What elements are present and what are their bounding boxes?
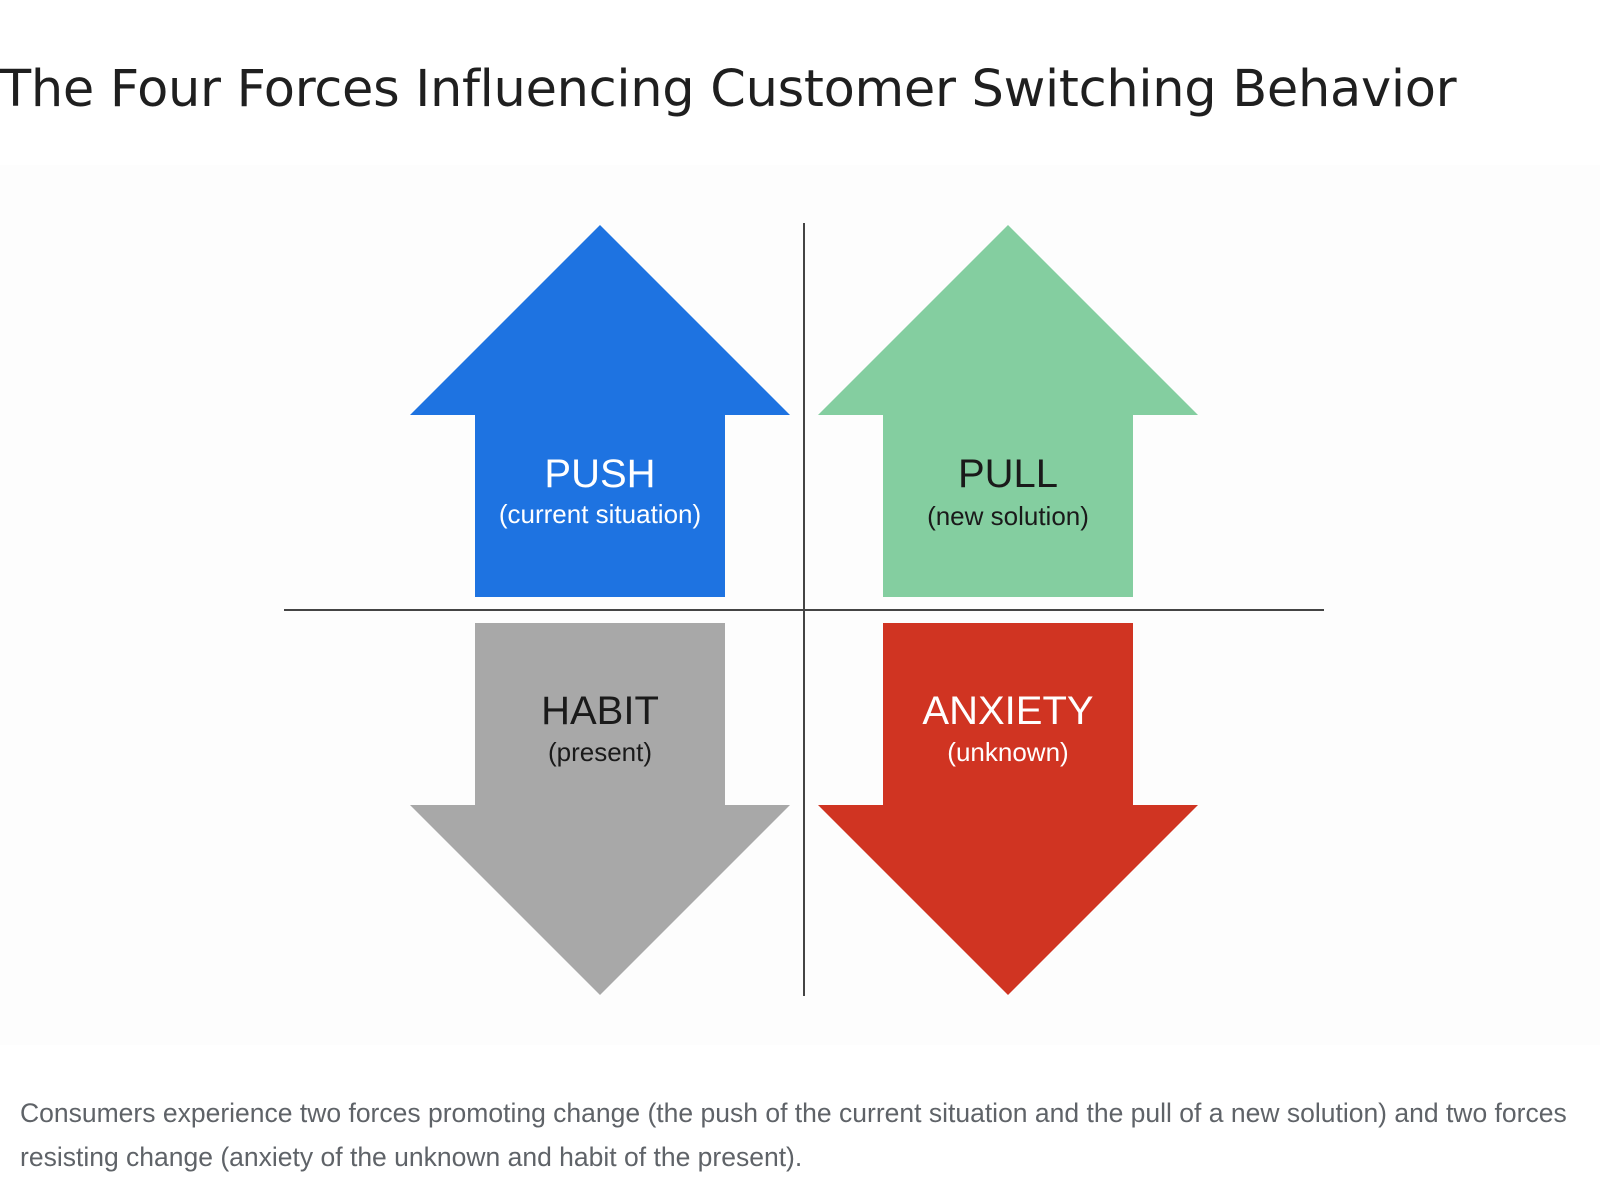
habit-arrow: HABIT (present) bbox=[410, 623, 790, 995]
habit-label: HABIT bbox=[541, 689, 659, 733]
pull-sublabel: (new solution) bbox=[927, 501, 1089, 531]
push-arrow: PUSH (current situation) bbox=[410, 225, 790, 597]
page-title: The Four Forces Influencing Customer Swi… bbox=[0, 60, 1457, 119]
anxiety-arrow: ANXIETY (unknown) bbox=[818, 623, 1198, 995]
habit-sublabel: (present) bbox=[548, 737, 652, 767]
pull-arrow: PULL (new solution) bbox=[818, 225, 1198, 597]
anxiety-label: ANXIETY bbox=[922, 689, 1093, 733]
push-arrow-shape bbox=[410, 225, 790, 597]
pull-arrow-shape bbox=[818, 225, 1198, 597]
anxiety-sublabel: (unknown) bbox=[947, 737, 1068, 767]
pull-label: PULL bbox=[958, 452, 1058, 496]
diagram-background bbox=[0, 165, 1600, 1045]
push-label: PUSH bbox=[544, 452, 655, 496]
habit-arrow-shape bbox=[410, 623, 790, 995]
figure-caption: Consumers experience two forces promotin… bbox=[20, 1098, 1567, 1172]
anxiety-arrow-shape bbox=[818, 623, 1198, 995]
push-sublabel: (current situation) bbox=[499, 499, 701, 529]
